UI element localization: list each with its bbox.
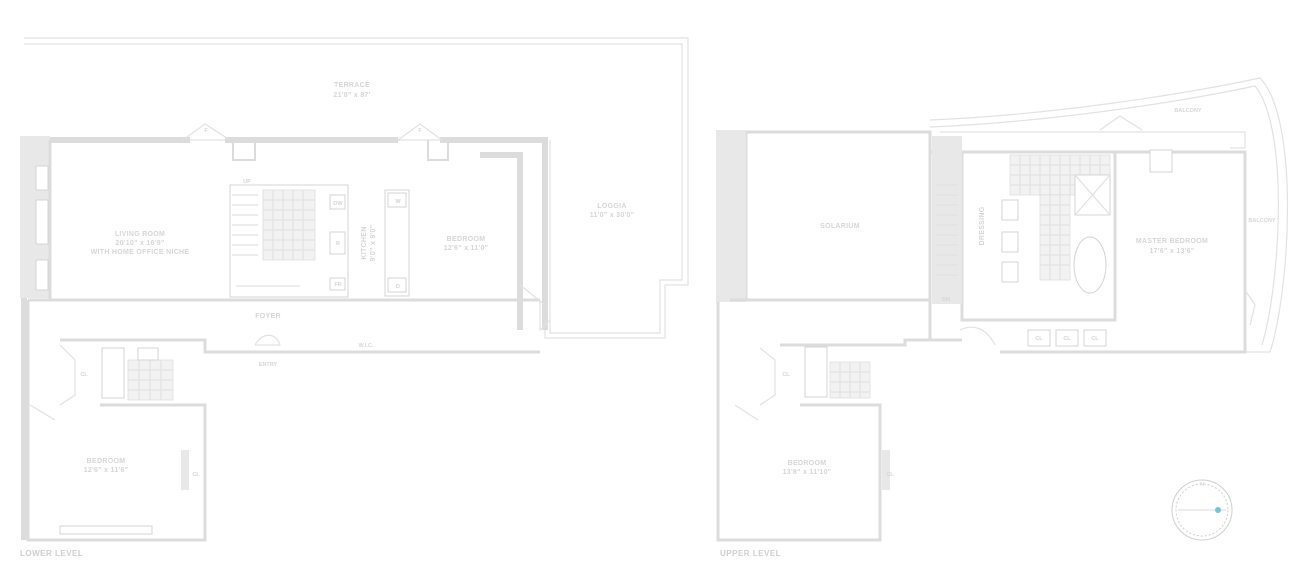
- lower-level-title: LOWER LEVEL: [20, 549, 83, 558]
- entry-label: ENTRY: [259, 362, 278, 368]
- upper-level-title: UPPER LEVEL: [720, 549, 781, 558]
- solarium-label: SOLARIUM: [820, 223, 860, 230]
- terrace-label: TERRACE: [334, 82, 370, 89]
- living-room-label: LIVING ROOM: [115, 231, 165, 238]
- washer-label: W: [395, 199, 401, 205]
- bedroom-sw-label: BEDROOM: [87, 458, 126, 465]
- living-room-note: WITH HOME OFFICE NICHE: [91, 249, 190, 256]
- dryer-label: D: [396, 284, 400, 290]
- compass-rose: N: [1171, 479, 1233, 541]
- balcony-label-top: BALCONY: [1174, 108, 1202, 114]
- upper-closet-bedroom: CL: [886, 472, 894, 478]
- upper-bedroom-size: 13'8" x 11'10": [783, 469, 832, 476]
- bedroom-ne-label: BEDROOM: [447, 236, 486, 243]
- closet-label-bedroom: CL: [192, 472, 200, 478]
- terrace-size: 21'8" x 87': [333, 92, 370, 99]
- kitchen-tile: [262, 189, 316, 261]
- foyer-label: FOYER: [255, 313, 281, 320]
- lower-level-plan: F F: [20, 37, 689, 542]
- closet-row-1: CL: [1035, 336, 1043, 342]
- closet-row-2: CL: [1063, 336, 1071, 342]
- compass-marker: [1215, 507, 1221, 513]
- closet-label-bath: CL: [80, 372, 88, 378]
- solarium-box: [744, 130, 932, 302]
- bedroom-ne-size: 12'6" x 11'0": [444, 245, 489, 252]
- lower-level-labels: TERRACE 21'8" x 87' LOGGIA 11'0" x 30'0"…: [20, 82, 634, 558]
- bedroom-sw-size: 12'6" x 11'6": [84, 467, 129, 474]
- dishwasher-label: DW: [333, 201, 343, 207]
- closet-row-3: CL: [1091, 336, 1099, 342]
- window-label-2: F: [418, 128, 422, 134]
- loggia-label: LOGGIA: [597, 203, 626, 210]
- upper-bedroom-label: BEDROOM: [788, 460, 827, 467]
- stair-down-label: DN: [942, 297, 950, 303]
- stair-up-label: UP: [243, 179, 251, 185]
- upper-level-labels: SOLARIUM BALCONY BALCONY MASTER BEDROOM …: [720, 108, 1276, 558]
- lower-exterior-wall: [21, 137, 548, 540]
- living-room-size: 20'10" x 16'9": [115, 240, 164, 247]
- upper-closet-label: CL: [782, 372, 790, 378]
- balcony-label-side: BALCONY: [1248, 218, 1276, 224]
- master-bedroom-size: 17'6" x 13'6": [1149, 248, 1194, 255]
- loggia-size: 11'0" x 30'0": [590, 212, 635, 219]
- window-label-1: F: [204, 128, 208, 134]
- dressing-label: DRESSING: [979, 206, 986, 245]
- wic-label: W.I.C.: [359, 343, 374, 349]
- kitchen-size: 9'0" x 9'0": [370, 225, 377, 262]
- master-bedroom-label: MASTER BEDROOM: [1136, 238, 1208, 245]
- range-label: R: [336, 241, 340, 247]
- balcony-outline: [929, 77, 1289, 353]
- compass-north-label: N: [1200, 482, 1204, 488]
- kitchen-label: KITCHEN: [361, 226, 368, 259]
- fridge-label: FR: [334, 282, 341, 288]
- upper-level-plan: [716, 77, 1289, 542]
